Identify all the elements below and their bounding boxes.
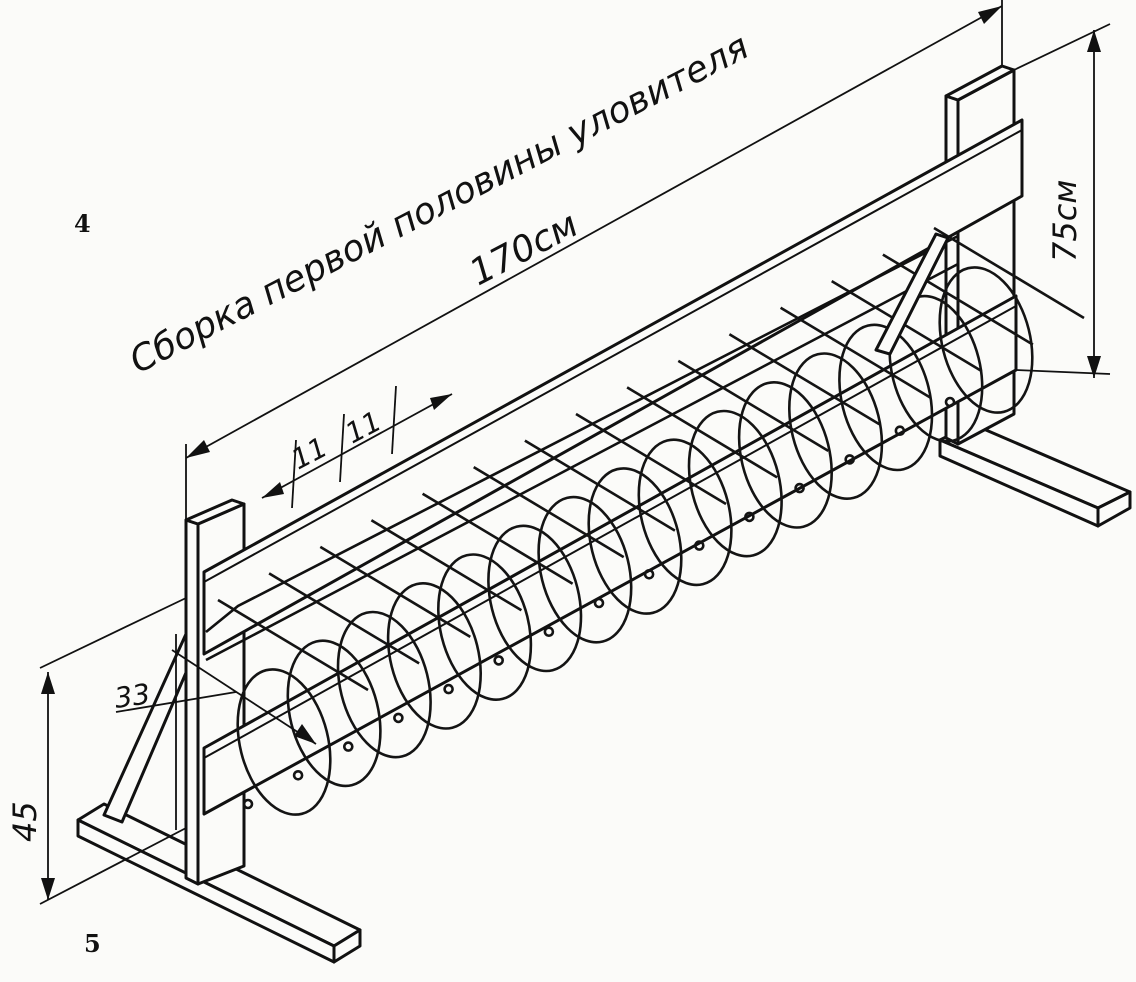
spacing-label-second: 11: [340, 404, 387, 450]
wire-spike: [217, 598, 369, 692]
left-post-top: [184, 498, 246, 526]
depth-label: 33: [112, 677, 152, 715]
dimension-lines: [39, 0, 1111, 905]
wire-spike: [831, 279, 983, 373]
spacing-label-first: 11: [286, 430, 333, 476]
wire-spike: [370, 519, 523, 612]
rail-height-label: 45: [6, 801, 44, 842]
coil-loop: [336, 610, 432, 759]
coil-knot: [242, 798, 254, 810]
right-base-end: [1096, 490, 1132, 528]
wire-spike: [779, 306, 932, 399]
coil-knot: [543, 626, 555, 638]
wire-spike: [421, 492, 574, 585]
rails: [202, 118, 1024, 816]
figure-number-5: 5: [84, 929, 101, 958]
wire-spike: [319, 545, 471, 639]
length-label: 170см: [463, 204, 585, 294]
coil-loop: [286, 639, 382, 788]
wire-spike: [933, 226, 1085, 320]
coil-knot: [944, 396, 956, 408]
right-brace: [874, 232, 950, 356]
coil-knot: [794, 482, 805, 494]
coil-knot: [292, 769, 304, 781]
coil-knot: [593, 597, 605, 609]
coil-knot: [693, 540, 705, 551]
length-dimension-line: [185, 5, 1003, 459]
wire-spike: [728, 333, 881, 426]
inner-rail: [205, 234, 959, 634]
wire-spike: [524, 439, 676, 532]
coil-loop: [788, 352, 884, 500]
wire-spike: [882, 253, 1034, 346]
figure-number-4: 4: [74, 209, 91, 238]
coil-loop: [386, 582, 482, 730]
coil-loop: [938, 266, 1034, 414]
coil-loop: [236, 668, 332, 816]
coil-loop: [687, 409, 783, 558]
depth-dimension-line: [171, 649, 317, 745]
coil-knot: [342, 741, 354, 752]
coil-knot: [844, 454, 856, 465]
wire-spike: [575, 412, 727, 506]
wire-spike: [626, 386, 778, 479]
coil-knot: [393, 712, 404, 724]
left-base-end: [332, 928, 362, 964]
wire-spike: [268, 572, 420, 665]
coil-knot: [443, 683, 454, 695]
coil-knot: [643, 568, 655, 580]
coil-loop: [487, 524, 583, 673]
height-label: 75см: [1046, 180, 1084, 262]
coil-knot: [894, 425, 906, 437]
coil-loop: [537, 495, 633, 644]
right-stand: [938, 64, 1132, 528]
coil-knot: [744, 511, 755, 523]
coil-loop: [637, 438, 733, 587]
wire-spikes: [217, 226, 1085, 692]
coil-loop: [838, 323, 934, 472]
coil-loop: [737, 381, 833, 529]
coil-knot: [493, 655, 505, 666]
coil-loop: [587, 467, 683, 615]
wire-coil: [236, 266, 1034, 816]
wire-spike: [677, 359, 829, 453]
wire-spike: [473, 465, 625, 559]
left-post-front: [184, 518, 200, 886]
top-rail: [202, 118, 1024, 656]
coil-loop: [437, 553, 533, 701]
